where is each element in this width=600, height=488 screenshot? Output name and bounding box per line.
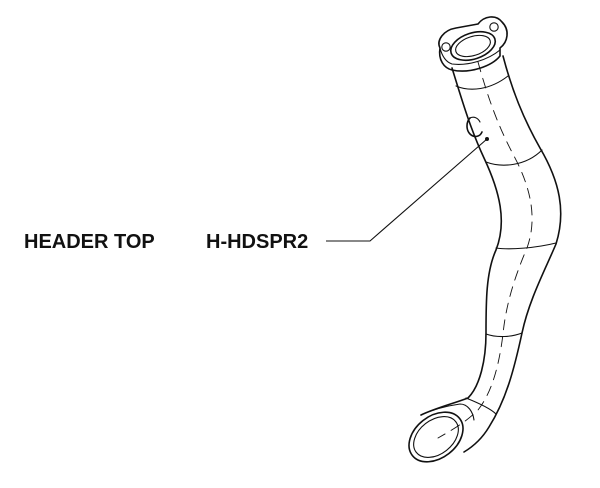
outlet-ring-outer (408, 411, 464, 463)
flange-outline (438, 16, 508, 72)
seam-3 (495, 242, 557, 250)
seam-2 (485, 149, 543, 166)
flange-pipe-opening (449, 30, 497, 62)
part-number-label: H-HDSPR2 (206, 231, 308, 253)
sensor-bung-edge (469, 116, 481, 123)
sensor-bung-outline (466, 117, 483, 138)
seam-1 (455, 75, 509, 90)
outlet-end (408, 403, 475, 463)
leader-dot (485, 137, 489, 141)
flange-lower-edge (439, 47, 501, 65)
pipe-centerline (437, 61, 533, 439)
part-name-label: HEADER TOP (24, 231, 155, 253)
flange-pipe-opening-inner (455, 34, 491, 58)
inlet-flange (438, 16, 508, 72)
leader-line (326, 138, 488, 242)
pipe-right-outline (463, 55, 562, 453)
flange-bolt-hole-right (489, 22, 499, 32)
sensor-bung (466, 116, 483, 138)
outlet-ring-inner (413, 416, 459, 458)
pipe-body (420, 55, 562, 453)
pipe-left-outline (420, 67, 503, 416)
pipe-seams (455, 75, 557, 415)
seam-4 (485, 332, 523, 338)
outlet-band (420, 403, 475, 421)
seam-5 (465, 397, 497, 415)
flange-bolt-hole-left (441, 42, 451, 52)
callout-leader (326, 137, 489, 242)
